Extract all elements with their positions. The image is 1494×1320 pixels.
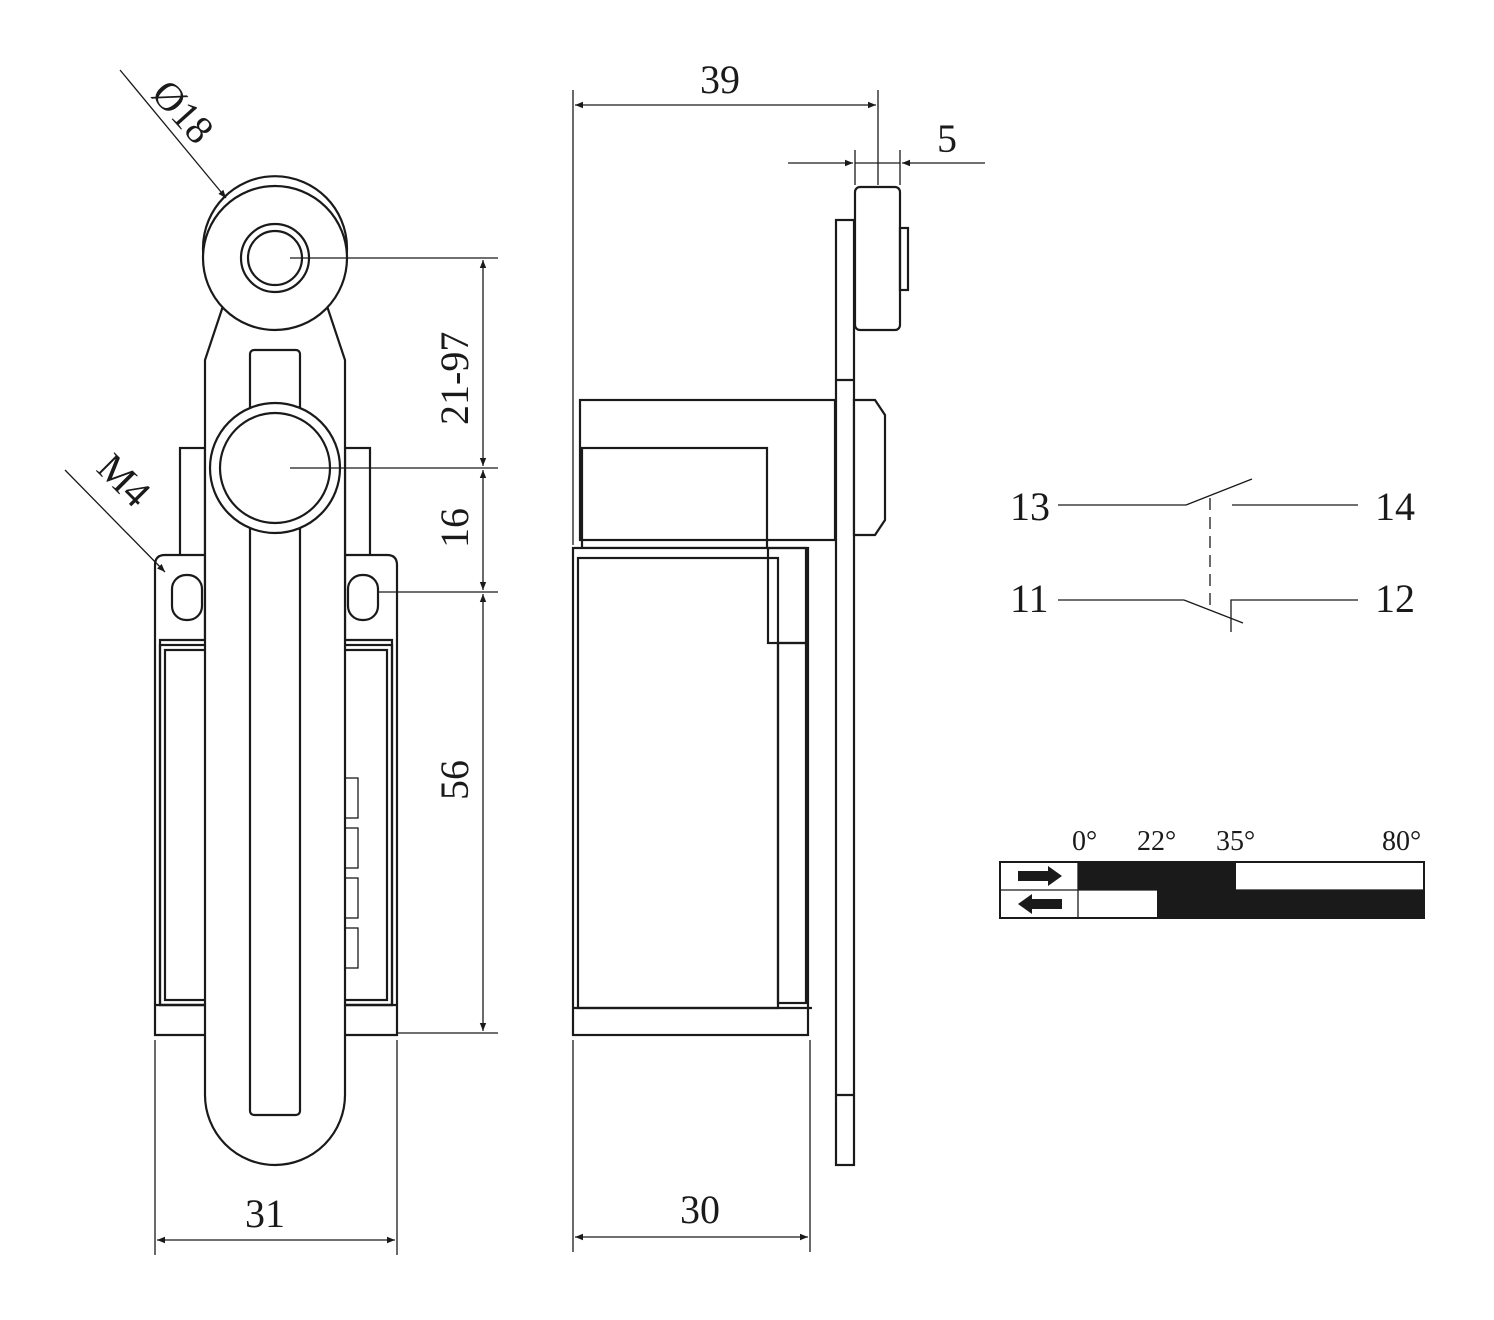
head-block [578,398,837,542]
travel-diagram: 0° 22° 35° 80° [999,826,1425,919]
terminal-11: 11 [1010,576,1049,621]
hub-side [852,398,887,537]
terminal-14: 14 [1375,484,1415,529]
angle-label-0: 0° [1072,826,1097,857]
body-height-label: 56 [432,760,477,800]
return-closed-band [1157,890,1424,918]
side-view [571,185,910,1167]
lever-plate-side [834,218,856,1167]
roller-width-label: 5 [937,116,957,161]
angle-label-22: 22° [1137,826,1176,857]
forward-closed-band [1078,862,1236,890]
forward-arrow-icon [1018,866,1062,886]
angle-label-80: 80° [1382,826,1421,857]
mount-hole-left [170,573,204,622]
return-arrow-icon [1018,894,1062,914]
lever-length-label: 21-97 [432,332,477,425]
mount-hole-right [346,573,380,622]
angle-label-35: 35° [1216,826,1255,857]
terminal-13: 13 [1010,484,1050,529]
terminal-12: 12 [1375,576,1415,621]
roller-side [853,185,902,332]
switch-body-side [571,546,810,1037]
overall-depth-label: 39 [700,57,740,102]
lever-slot [248,348,302,1117]
front-view [153,175,399,1167]
side-dimensions: 39 5 30 [572,57,985,1252]
width-label: 31 [245,1191,285,1236]
diameter-label: Ø18 [143,71,223,152]
contact-schematic: 13 14 11 12 [1010,478,1415,632]
hub-offset-label: 16 [432,508,477,548]
body-depth-label: 30 [680,1187,720,1232]
